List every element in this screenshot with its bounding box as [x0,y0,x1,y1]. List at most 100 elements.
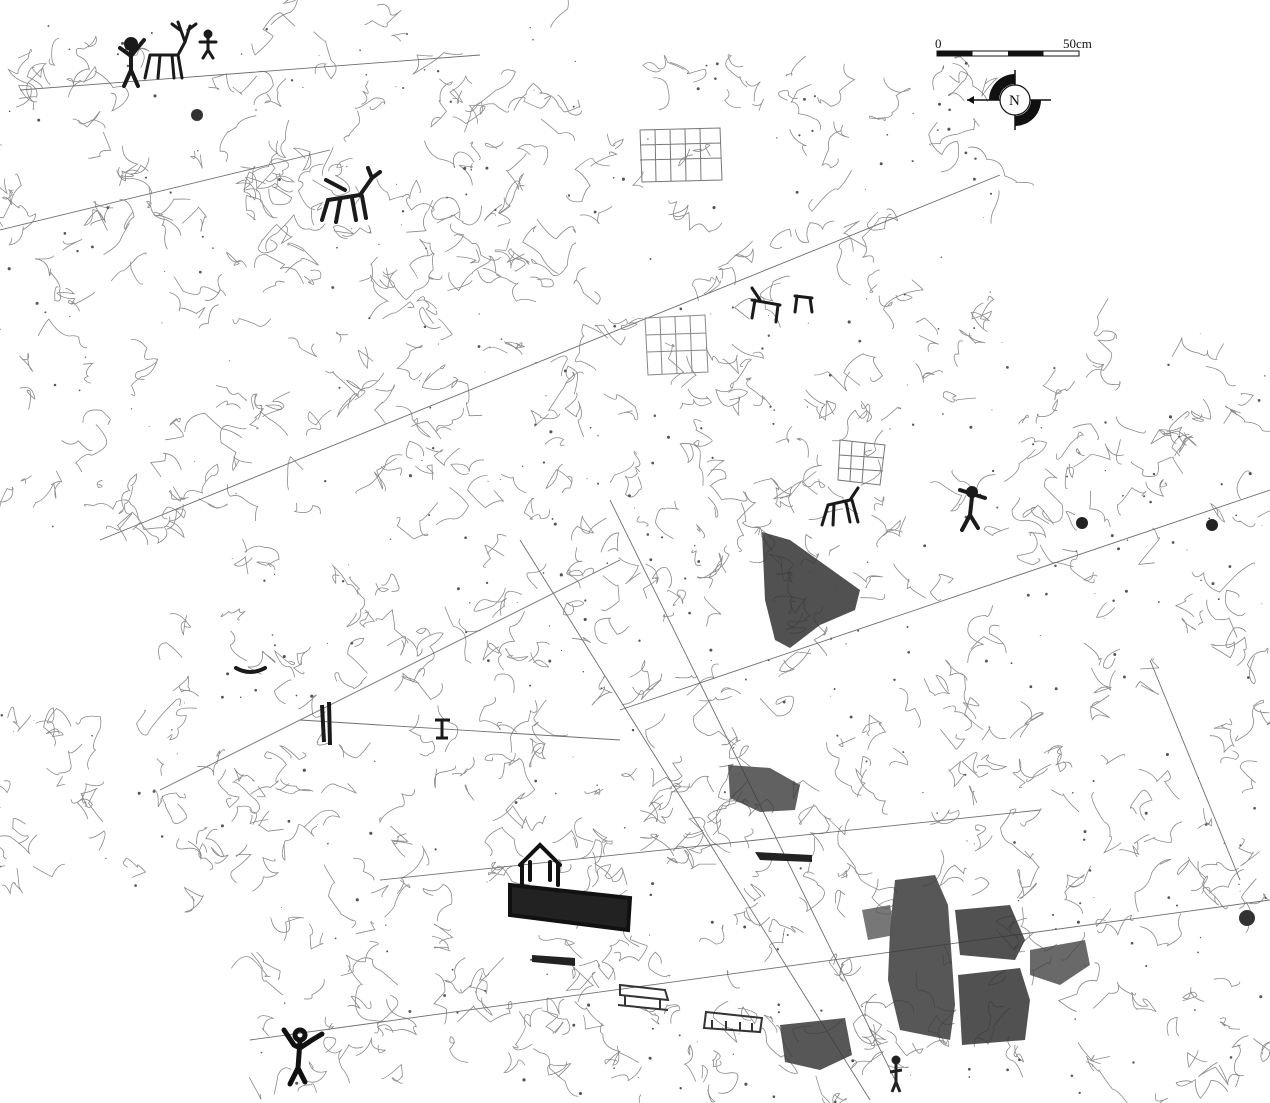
contour-line [1191,562,1255,593]
contour-line [663,1004,681,1024]
speckle [563,369,567,373]
speckle [649,257,652,260]
contour-line [1209,725,1235,754]
contour-line [1089,694,1111,721]
contour-line [729,358,752,389]
contour-line [270,0,298,26]
contour-line [1086,1055,1101,1072]
contour-line [565,971,600,992]
contour-line [232,767,255,783]
speckle [1093,897,1095,899]
contour-line [487,865,531,885]
speckle [464,536,467,539]
contour-line [257,1015,274,1037]
contour-line [306,409,332,436]
contour-line [860,459,881,486]
contour-line [1166,426,1187,446]
contour-line [379,789,416,824]
contour-line [1129,789,1153,821]
contour-line [445,223,465,253]
contour-line [381,1063,403,1084]
speckle [1126,539,1129,541]
contour-line [1089,490,1111,527]
speckle [421,459,423,461]
contour-line [601,939,629,981]
contour-line [971,877,990,896]
contour-line [353,857,375,881]
contour-line [376,178,410,201]
small-standing-figure [889,1055,903,1093]
contour-line [257,810,284,832]
contour-line [600,532,620,553]
contour-line [895,293,913,302]
speckle [1001,342,1003,344]
contour-line [450,459,485,475]
contour-line [603,393,639,421]
contour-line [888,1058,909,1069]
speckle [621,177,625,181]
speckle [911,160,914,163]
speckle [811,129,814,132]
speckle [144,176,148,179]
speckle [395,86,397,88]
speckle [807,322,809,324]
contour-line [249,394,265,430]
speckle [310,694,314,698]
contour-line [939,728,966,750]
contour-line [645,563,672,589]
contour-line [232,318,272,327]
contour-line [684,816,720,847]
contour-line [180,615,188,636]
contour-line [736,491,756,552]
contour-line [1083,642,1102,666]
crack-line [619,489,1270,711]
contour-line [821,130,842,169]
speckle [68,48,71,51]
contour-line [169,292,206,319]
speckle [487,480,489,482]
contour-line [312,163,351,196]
contour-line [1174,435,1194,456]
contour-line [357,346,374,370]
contour-line [683,831,731,854]
speckle [989,291,991,293]
contour-line [728,739,751,767]
speckle [1029,685,1033,689]
speckle [351,228,353,230]
contour-line [798,804,832,825]
speckle [134,884,137,887]
speckle [968,1076,971,1078]
contour-line [1000,808,1034,859]
contour-line [640,833,674,857]
speckle [169,191,172,194]
contour-line [78,119,106,129]
speckle [295,694,298,697]
contour-line [250,952,284,996]
contour-line [664,342,684,385]
contour-line [119,145,139,187]
lower-right-panel-b [958,968,1030,1045]
contour-line [364,3,402,28]
contour-line [778,90,798,101]
contour-line [338,742,371,759]
speckle [1076,920,1080,924]
contour-line [1257,510,1270,518]
contour-line [231,956,271,978]
contour-line [1220,750,1239,764]
contour-line [82,409,111,425]
contour-line [163,504,185,539]
contour-line [292,660,305,675]
speckle [240,53,243,55]
contour-line [199,304,219,329]
contour-line [370,885,389,898]
contour-line [380,465,403,476]
contour-line [61,440,93,452]
contour-line [498,180,521,214]
contour-line [130,261,144,285]
speckle [1176,904,1178,907]
speckle [651,1027,654,1030]
contour-line [359,269,398,289]
contour-line [103,222,131,255]
speckle [53,383,57,387]
dark-cupmark-1 [1076,517,1088,529]
